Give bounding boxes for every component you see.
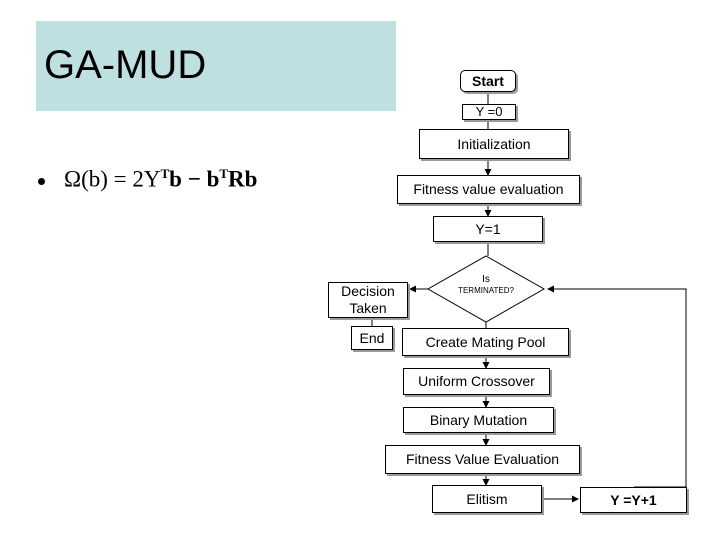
formula-sup-2: T	[219, 166, 229, 181]
formula-sup-1: T	[160, 166, 170, 181]
y-init-node: Y =0	[462, 104, 516, 120]
decision-text: Is TERMINATED?	[450, 273, 522, 296]
formula-lhs: Ω(b) = 2Y	[64, 166, 161, 192]
objective-formula: Ω(b) = 2YTb − bTRb	[64, 166, 257, 193]
start-node: Start	[460, 70, 516, 92]
initialization-node: Initialization	[419, 129, 569, 159]
mutation-node: Binary Mutation	[403, 407, 554, 433]
mating-pool-node: Create Mating Pool	[402, 328, 569, 356]
decision-line-1: Is	[482, 274, 490, 285]
title-panel: GA-MUD	[36, 21, 396, 111]
y-one-node: Y=1	[433, 216, 543, 242]
formula-mid: b − b	[169, 166, 220, 192]
crossover-node: Uniform Crossover	[403, 368, 550, 395]
fitness-evaluation-node: Fitness value evaluation	[397, 175, 580, 204]
fitness-value-evaluation-node: Fitness Value Evaluation	[385, 445, 580, 474]
bullet-point	[38, 178, 45, 185]
formula-rhs: Rb	[228, 166, 258, 192]
decision-line-2: TERMINATED?	[458, 286, 514, 295]
increment-node: Y =Y+1	[580, 487, 687, 513]
slide-title: GA-MUD	[44, 43, 207, 87]
decision-taken-node: Decision Taken	[328, 282, 408, 318]
end-node: End	[351, 326, 393, 350]
elitism-node: Elitism	[432, 485, 542, 513]
